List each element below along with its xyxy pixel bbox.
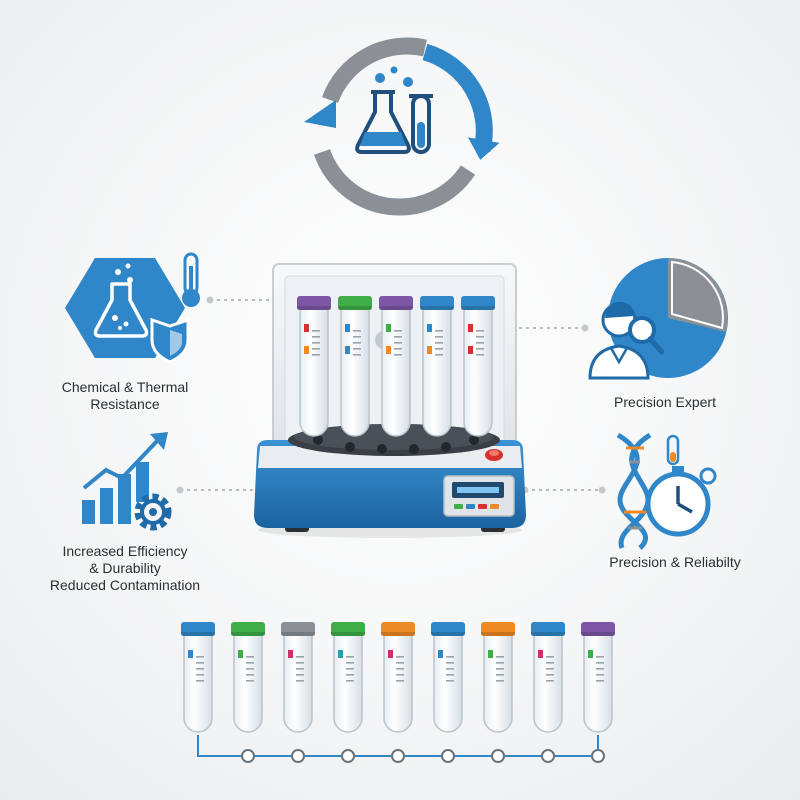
expert-magnifier-icon <box>588 302 665 380</box>
rack-tube-2 <box>338 296 372 437</box>
bottom-tube-3 <box>281 622 315 733</box>
bottom-tube-4 <box>331 622 365 733</box>
rack-tube-4-cap <box>420 296 454 310</box>
chemical-thermal-line-1: Chemical & Thermal <box>61 379 189 395</box>
bottom-tube-6-cap <box>431 622 465 636</box>
shield-icon <box>150 317 190 364</box>
tube-connector-chain <box>197 735 605 763</box>
bottom-tube-7 <box>481 622 515 733</box>
bottom-tube-7-cap <box>481 622 515 636</box>
rotor-holes <box>313 435 479 454</box>
chain-node-7 <box>541 749 555 763</box>
chemical-thermal-line-2: Resistance <box>90 396 160 412</box>
bottom-tube-5 <box>381 622 415 733</box>
recycle-cycle-icon <box>304 37 500 216</box>
flask-icon <box>355 66 413 154</box>
rack-tube-5 <box>461 296 495 437</box>
rack-tube-2-cap <box>338 296 372 310</box>
efficiency-line-2: & Durability <box>89 560 161 576</box>
rack-tube-1-cap <box>297 296 331 310</box>
bottom-tube-9-cap <box>581 622 615 636</box>
bottom-tube-6 <box>431 622 465 733</box>
test-tube-icon <box>409 94 433 154</box>
chain-node-2 <box>291 749 305 763</box>
rack-tube-3-cap <box>379 296 413 310</box>
rack-tube-3 <box>379 296 413 437</box>
efficiency-line-1: Increased Efficiency <box>62 543 188 559</box>
bottom-tube-9 <box>581 622 615 733</box>
gear-icon <box>134 493 172 531</box>
chemical-thermal-label: Chemical & Thermal Resistance <box>40 379 210 413</box>
test-tube-small-icon <box>666 434 680 466</box>
chain-node-4 <box>391 749 405 763</box>
bottom-tube-8 <box>531 622 565 733</box>
bottom-tube-1-cap <box>181 622 215 636</box>
precision-reliability-label: Precision & Reliabilty <box>609 554 741 570</box>
efficiency-label: Increased Efficiency & Durability Reduce… <box>30 543 220 594</box>
bottom-tube-8-cap <box>531 622 565 636</box>
dna-icon <box>616 432 652 550</box>
bottom-tube-5-cap <box>381 622 415 636</box>
bottom-tube-row <box>181 622 615 733</box>
rack-tube-5-cap <box>461 296 495 310</box>
efficiency-line-3: Reduced Contamination <box>49 577 201 593</box>
chain-node-8 <box>591 749 605 763</box>
pie-chart-icon <box>608 258 728 378</box>
chain-node-5 <box>441 749 455 763</box>
bottom-tube-4-cap <box>331 622 365 636</box>
growth-chart-icon <box>82 432 168 524</box>
chain-node-3 <box>341 749 355 763</box>
precision-expert-label: Precision Expert <box>614 394 716 410</box>
chain-node-1 <box>241 749 255 763</box>
chain-node-6 <box>491 749 505 763</box>
thermometer-icon <box>182 252 200 307</box>
rack-tube-4 <box>420 296 454 437</box>
bottom-tube-1 <box>181 622 215 733</box>
bottom-tube-2-cap <box>231 622 265 636</box>
rack-tubes <box>297 296 495 437</box>
bottom-tube-2 <box>231 622 265 733</box>
stopwatch-icon <box>645 466 717 537</box>
bottom-tube-3-cap <box>281 622 315 636</box>
rack-tube-1 <box>297 296 331 437</box>
